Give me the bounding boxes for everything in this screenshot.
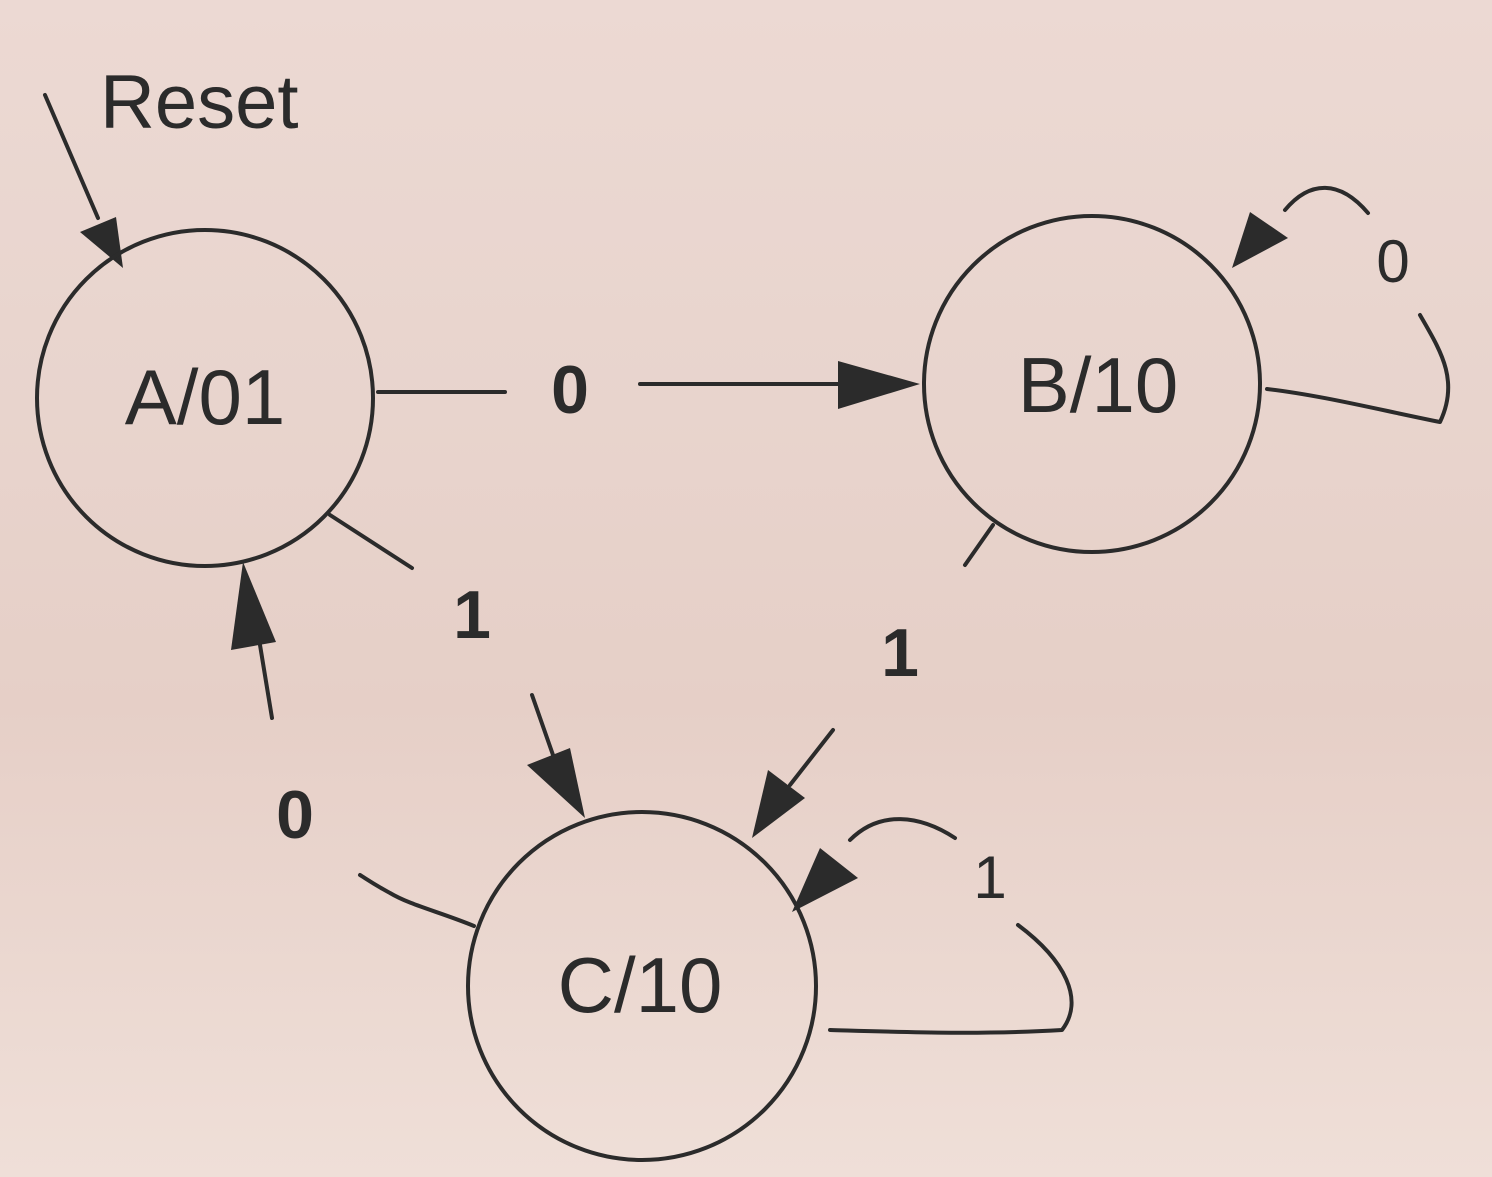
state-c: C/10 [466, 810, 818, 1162]
state-b-label: B/10 [1018, 341, 1178, 429]
state-c-label: C/10 [558, 941, 723, 1029]
transition-a-to-b [376, 361, 920, 409]
state-b-circle [922, 214, 1262, 554]
state-a-label: A/01 [125, 353, 285, 441]
transition-c-to-a [231, 562, 476, 928]
transition-b-to-c-label: 1 [881, 615, 919, 691]
transition-c-to-a-label: 0 [276, 777, 314, 853]
transition-c-self [792, 817, 1074, 1035]
transition-c-self-label: 1 [973, 844, 1006, 911]
state-a: A/01 [35, 228, 375, 568]
transition-a-to-c-label: 1 [453, 577, 491, 653]
transition-a-to-b-label: 0 [551, 352, 589, 428]
state-b: B/10 [922, 214, 1262, 554]
transition-b-self [1232, 185, 1451, 424]
reset-arrow [43, 93, 123, 268]
transition-b-self-label: 0 [1376, 228, 1409, 295]
reset-label: Reset [100, 60, 299, 145]
transition-a-to-c [328, 513, 585, 818]
state-c-circle [466, 810, 818, 1162]
state-a-circle [35, 228, 375, 568]
transition-b-to-c [752, 523, 995, 838]
